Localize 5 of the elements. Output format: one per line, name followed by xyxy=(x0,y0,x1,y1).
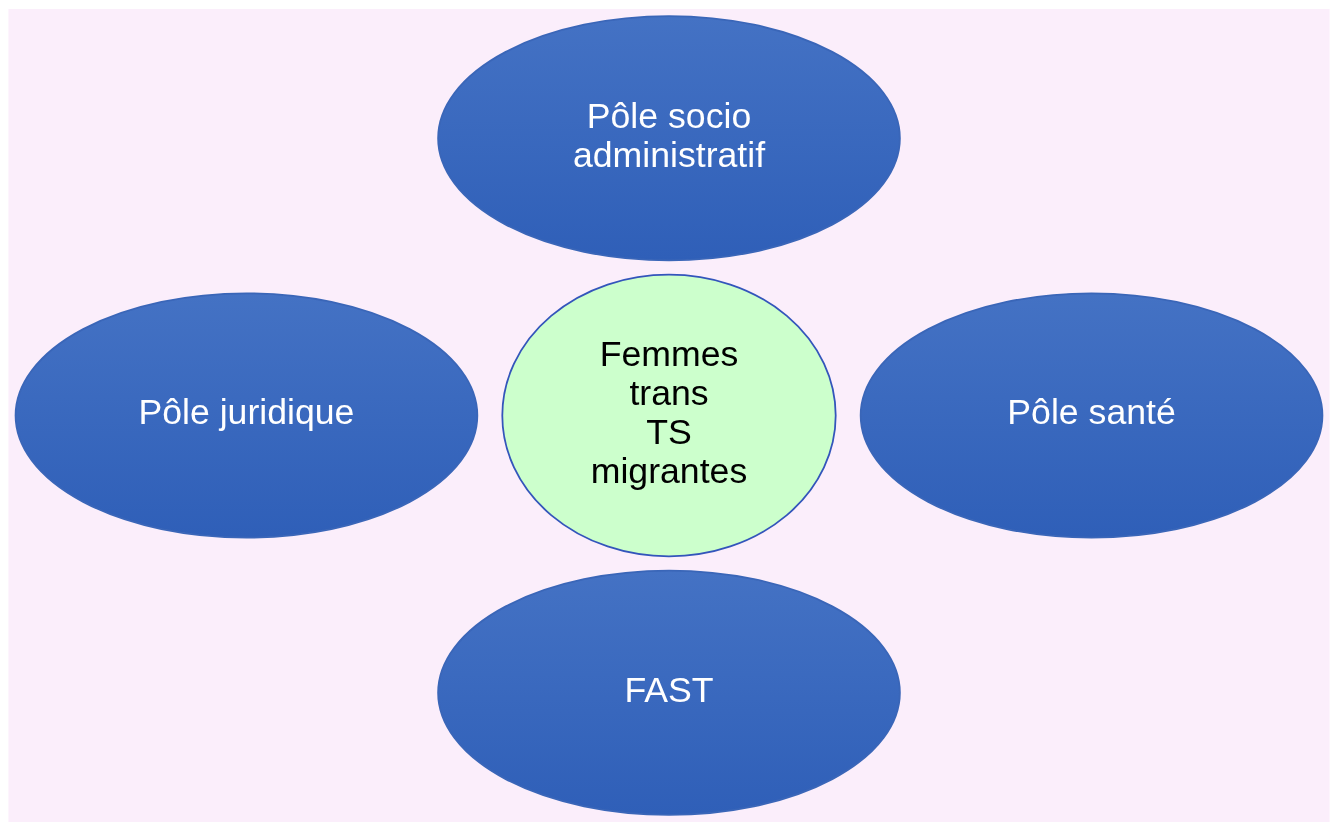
node-ellipse: Pôle juridique xyxy=(14,292,479,538)
node-ellipse: Pôle santé xyxy=(859,292,1324,538)
node-ellipse: Pôle socio administratif xyxy=(437,14,901,261)
node-ellipse: Femmes trans TS migrantes xyxy=(501,273,837,557)
node-ellipse: FAST xyxy=(437,569,901,816)
